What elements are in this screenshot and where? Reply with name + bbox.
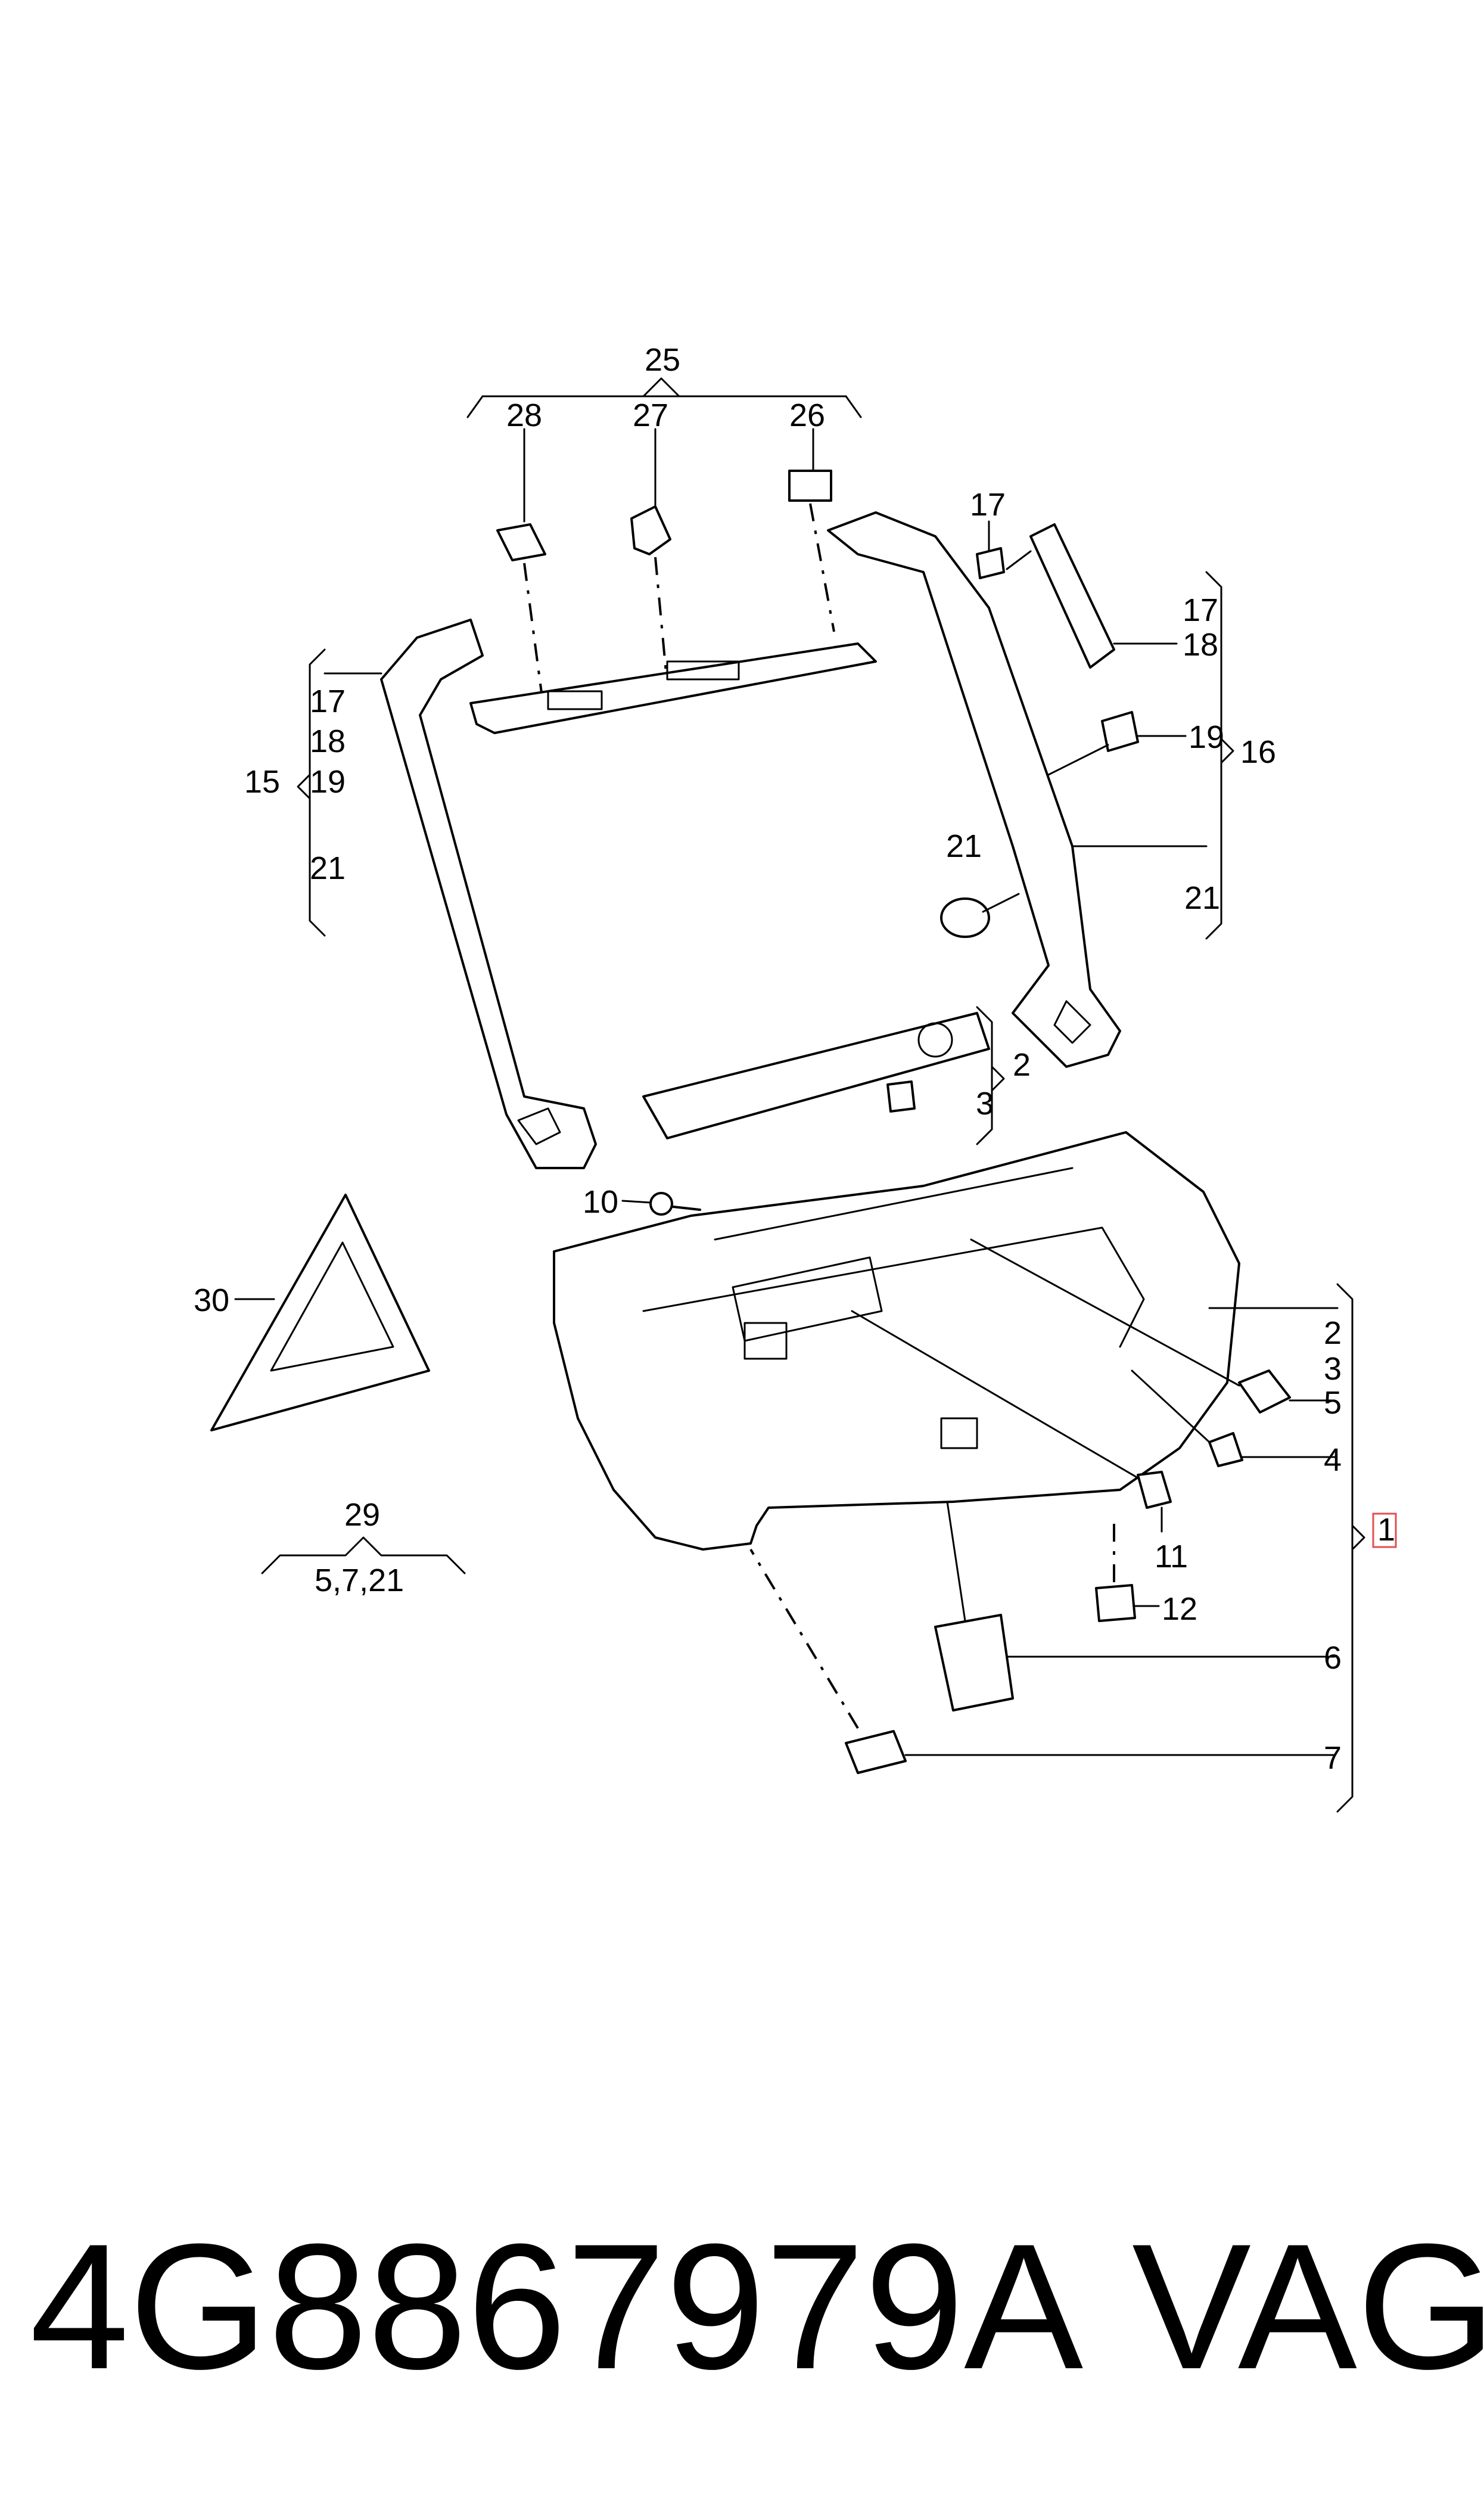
label-3-lower: 3 <box>1324 1351 1342 1387</box>
brand-name: VAG <box>1132 2206 1484 2406</box>
label-25: 25 <box>645 342 680 378</box>
bracket-2-3-upper <box>976 1006 1005 1145</box>
left-pillar-trim <box>380 619 597 1169</box>
label-6: 6 <box>1324 1640 1342 1676</box>
label-17-left: 17 <box>310 684 346 719</box>
label-19-left: 19 <box>310 764 346 800</box>
label-28: 28 <box>506 397 542 433</box>
label-18-left: 18 <box>310 723 346 759</box>
label-26: 26 <box>789 397 825 433</box>
label-29: 29 <box>344 1497 380 1533</box>
part-5-clip <box>970 1238 1336 1414</box>
label-4: 4 <box>1324 1442 1342 1478</box>
part-18-strip <box>1029 523 1178 669</box>
label-2-upper: 2 <box>1013 1047 1031 1083</box>
label-15: 15 <box>244 764 280 800</box>
label-21-right: 21 <box>1184 880 1220 916</box>
label-2-lower: 2 <box>1324 1315 1342 1351</box>
part-26 <box>788 428 835 632</box>
part-17-clip <box>976 520 1032 579</box>
part-6-cover <box>934 1501 1336 1712</box>
right-pillar-trim <box>827 511 1121 1068</box>
label-21-left: 21 <box>310 850 346 886</box>
part-28 <box>496 428 546 698</box>
label-7: 7 <box>1324 1740 1342 1776</box>
label-30: 30 <box>194 1282 229 1318</box>
label-29-sub: 5,7,21 <box>315 1563 404 1598</box>
label-21-center: 21 <box>946 828 982 864</box>
group-25-bracket <box>466 377 862 418</box>
part-7-cap <box>749 1548 1336 1774</box>
label-18-right: 18 <box>1183 627 1218 663</box>
part-19-clip <box>1047 711 1187 776</box>
label-16: 16 <box>1240 734 1276 770</box>
upper-crossbar <box>469 642 877 734</box>
part-27 <box>630 428 671 686</box>
label-17-right: 17 <box>1183 592 1218 628</box>
label-27: 27 <box>633 397 668 433</box>
bracket-1 <box>1208 1283 1397 1813</box>
part-number: 4G8867979A <box>30 2206 1084 2406</box>
part-21-plug <box>940 893 1020 938</box>
part-11-clip <box>851 1310 1172 1533</box>
label-5: 5 <box>1324 1385 1342 1421</box>
label-10: 10 <box>583 1184 618 1220</box>
group-29-bracket <box>261 1536 466 1574</box>
lower-tailgate-trim <box>553 1131 1240 1551</box>
part-30-warning-triangle <box>210 1194 430 1431</box>
part-12-clip <box>1095 1520 1160 1622</box>
center-lower-bar <box>642 1012 990 1139</box>
label-17-right-top: 17 <box>970 487 1006 523</box>
label-3-upper: 3 <box>976 1086 994 1122</box>
label-19-right: 19 <box>1189 719 1224 755</box>
part-10-bolt <box>621 1192 701 1216</box>
label-1: 1 <box>1377 1512 1395 1548</box>
bracket-15 <box>297 648 382 937</box>
highlight-box-1 <box>1372 1512 1397 1548</box>
label-11: 11 <box>1155 1539 1188 1574</box>
bracket-16 <box>1071 571 1234 940</box>
label-12: 12 <box>1162 1591 1197 1627</box>
part-4-clip <box>1131 1369 1336 1467</box>
